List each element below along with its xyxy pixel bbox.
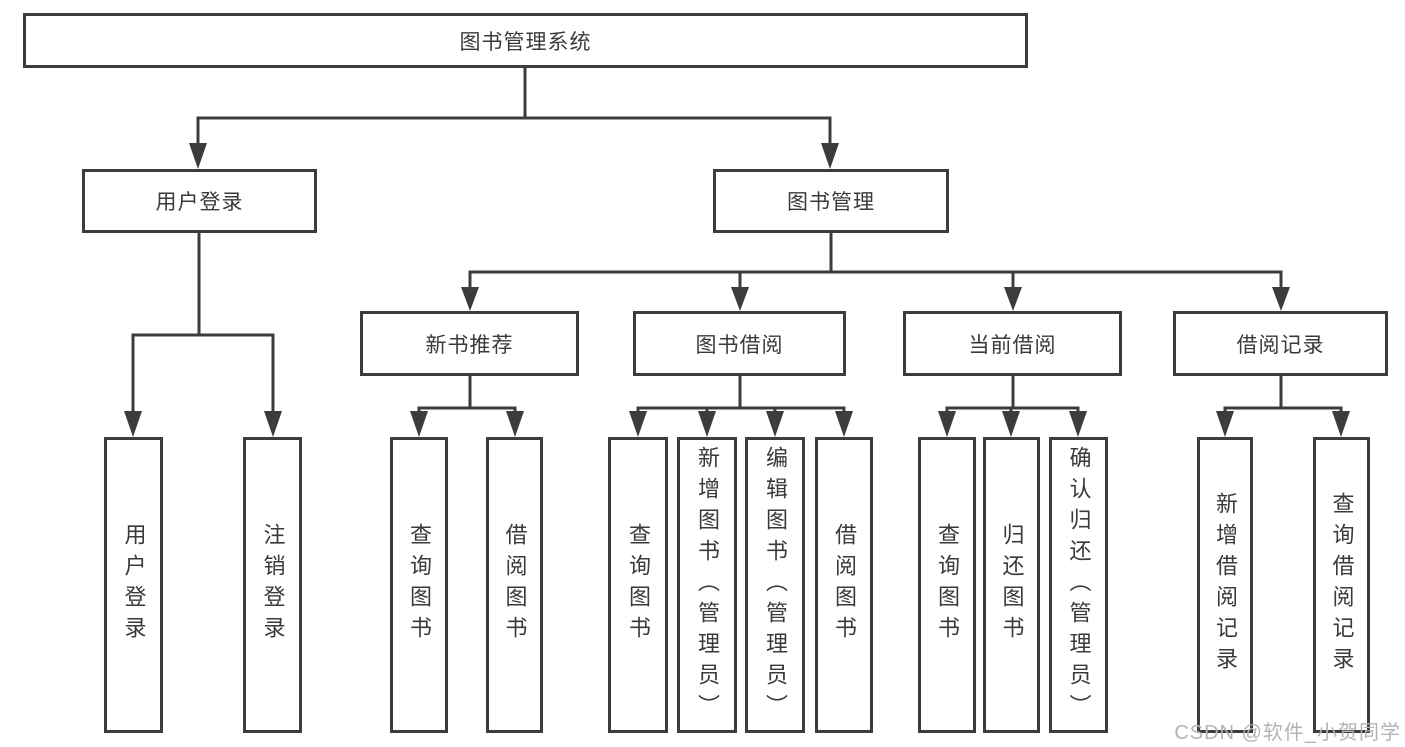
arrowhead-icon — [731, 287, 749, 311]
connector-new-book — [417, 374, 517, 415]
node-current-borrow: 当前借阅 — [903, 311, 1122, 376]
arrowhead-icon — [629, 411, 647, 437]
arrowhead-icon — [506, 411, 524, 437]
leaf-records-add-record: 新增借阅记录 — [1197, 437, 1253, 733]
arrowhead-icon — [698, 411, 716, 437]
leaf-label: 借阅图书 — [502, 523, 528, 647]
leaf-label: 用户登录 — [121, 523, 147, 647]
leaf-borrow-query-book: 查询图书 — [608, 437, 668, 733]
leaf-label: 新增借阅记录 — [1213, 492, 1238, 678]
arrowhead-icon — [264, 411, 282, 437]
arrowhead-icon — [410, 411, 428, 437]
node-user-login: 用户登录 — [82, 169, 317, 233]
leaf-current-confirm-return-admin: 确认归还（管理员） — [1049, 437, 1108, 733]
leaf-label: 查询图书 — [935, 523, 960, 647]
leaf-newbook-query-book: 查询图书 — [390, 437, 448, 733]
leaf-borrow-borrow-book: 借阅图书 — [815, 437, 873, 733]
arrowhead-icon — [1272, 287, 1290, 311]
leaf-label: 确认归还（管理员） — [1066, 445, 1092, 725]
leaf-borrow-add-book-admin: 新增图书（管理员） — [677, 437, 737, 733]
leaf-newbook-borrow-book: 借阅图书 — [486, 437, 543, 733]
leaf-label: 注销登录 — [260, 523, 286, 647]
watermark: CSDN @软件_小贺同学 — [1174, 722, 1401, 744]
arrowhead-icon — [766, 411, 784, 437]
node-borrow-records: 借阅记录 — [1173, 311, 1388, 376]
leaf-label: 查询图书 — [626, 523, 651, 647]
connector-book-management — [468, 231, 1283, 290]
arrowhead-icon — [1332, 411, 1350, 437]
node-book-borrow: 图书借阅 — [633, 311, 846, 376]
connector-borrow-records — [1223, 374, 1343, 415]
leaf-user-login: 用户登录 — [104, 437, 163, 733]
arrowhead-icon — [835, 411, 853, 437]
arrowhead-icon — [821, 143, 839, 169]
connector-current-borrow — [945, 374, 1080, 415]
arrowhead-icon — [1069, 411, 1087, 437]
connector-root — [196, 66, 832, 146]
leaf-label: 新增图书（管理员） — [695, 445, 720, 725]
arrowhead-icon — [461, 287, 479, 311]
node-library-system: 图书管理系统 — [23, 13, 1028, 68]
leaf-records-query-record: 查询借阅记录 — [1313, 437, 1370, 733]
arrowhead-icon — [1002, 411, 1020, 437]
leaf-label: 查询借阅记录 — [1329, 492, 1355, 678]
leaf-label: 编辑图书（管理员） — [763, 445, 788, 725]
leaf-logout: 注销登录 — [243, 437, 302, 733]
leaf-current-query-book: 查询图书 — [918, 437, 976, 733]
leaf-label: 归还图书 — [999, 523, 1025, 647]
connector-user-login — [131, 231, 275, 415]
leaf-label: 查询图书 — [407, 523, 432, 647]
arrowhead-icon — [189, 143, 207, 169]
arrowhead-icon — [938, 411, 956, 437]
leaf-label: 借阅图书 — [832, 523, 857, 647]
leaf-current-return-book: 归还图书 — [983, 437, 1040, 733]
connector-book-borrow — [636, 374, 846, 415]
node-book-management: 图书管理 — [713, 169, 949, 233]
leaf-borrow-edit-book-admin: 编辑图书（管理员） — [745, 437, 805, 733]
arrowhead-icon — [124, 411, 142, 437]
arrowhead-icon — [1216, 411, 1234, 437]
arrowhead-icon — [1004, 287, 1022, 311]
node-new-book-recommend: 新书推荐 — [360, 311, 579, 376]
